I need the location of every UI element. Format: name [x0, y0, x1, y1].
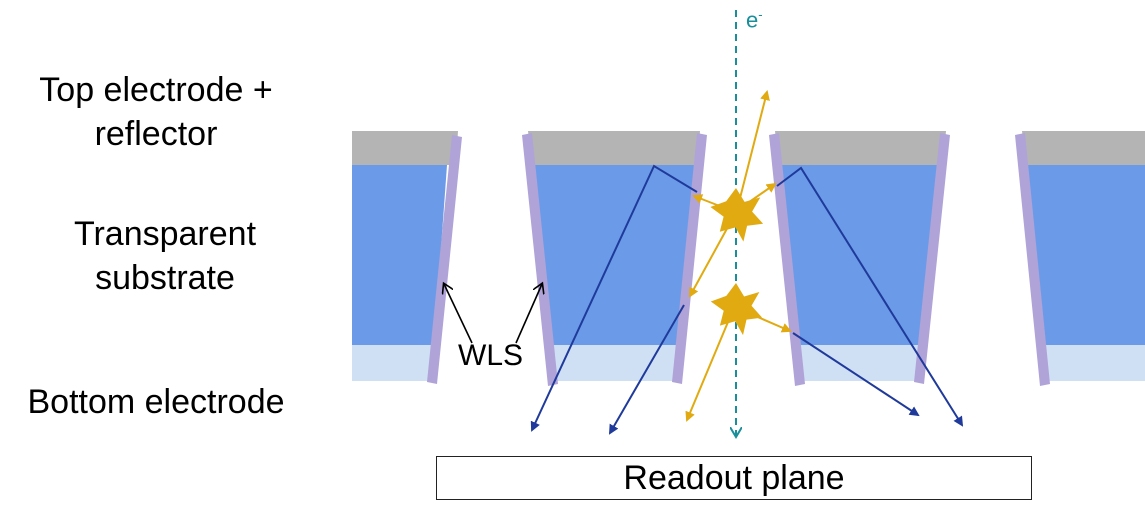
pillar-1-wls — [427, 135, 462, 384]
label-substrate-line2: substrate — [95, 259, 235, 297]
blue-photon-pillar2-reflect — [530, 164, 698, 432]
label-bottom-electrode: Bottom electrode — [27, 383, 285, 421]
pillar-3-reflector — [775, 131, 946, 165]
pillar-2-reflector — [528, 131, 700, 165]
pillar-4-wls — [1015, 133, 1050, 386]
pillar-1 — [352, 131, 462, 384]
readout-plane-label: Readout plane — [623, 459, 845, 497]
label-top-electrode: Top electrode + reflector — [10, 68, 302, 156]
label-top-electrode-line2: reflector — [94, 115, 218, 153]
label-top-electrode-line1: Top electrode + — [39, 71, 273, 109]
pillar-4-substrate — [1027, 165, 1145, 345]
pillar-2 — [522, 131, 707, 386]
scintillation-flash-lower — [710, 283, 763, 336]
label-electron-charge: - — [758, 7, 763, 22]
pillar-1-bottom-electrode — [352, 345, 434, 381]
label-electron: e- — [746, 2, 763, 33]
yellow-photon-up — [736, 90, 770, 211]
pillar-4 — [1015, 131, 1145, 386]
wls-pointers — [444, 284, 542, 344]
label-electron-symbol: e — [746, 7, 759, 33]
scintillation-flash-upper — [710, 188, 764, 242]
pillar-3-wls-left — [769, 133, 805, 386]
pillar-3-substrate — [780, 165, 940, 345]
blue-photon-pillar2-down — [608, 304, 685, 435]
pillar-2-bottom-electrode — [551, 345, 683, 381]
pillar-3 — [769, 131, 950, 386]
blue-photon-pillar3-reflect — [776, 166, 964, 427]
label-substrate-line1: Transparent — [73, 215, 257, 253]
blue-photon-paths — [530, 164, 964, 435]
pillar-2-substrate — [535, 165, 695, 345]
pillar-4-reflector — [1022, 131, 1145, 165]
pillar-1-substrate — [352, 165, 447, 345]
readout-plane: Readout plane — [436, 456, 1032, 500]
blue-photon-pillar3-down — [792, 332, 920, 417]
pillar-4-bottom-electrode — [1042, 345, 1145, 381]
label-substrate: Transparent substrate — [30, 212, 300, 300]
pillar-1-reflector — [352, 131, 458, 165]
pillar-3-wls-right — [914, 133, 950, 384]
pillar-3-bottom-electrode — [795, 345, 926, 381]
yellow-photon-lower-down — [685, 309, 734, 422]
wls-pointer-left — [444, 284, 473, 344]
pillar-2-wls-left — [522, 133, 558, 386]
wls-pointer-right — [515, 284, 542, 344]
label-wls: WLS — [458, 339, 524, 372]
